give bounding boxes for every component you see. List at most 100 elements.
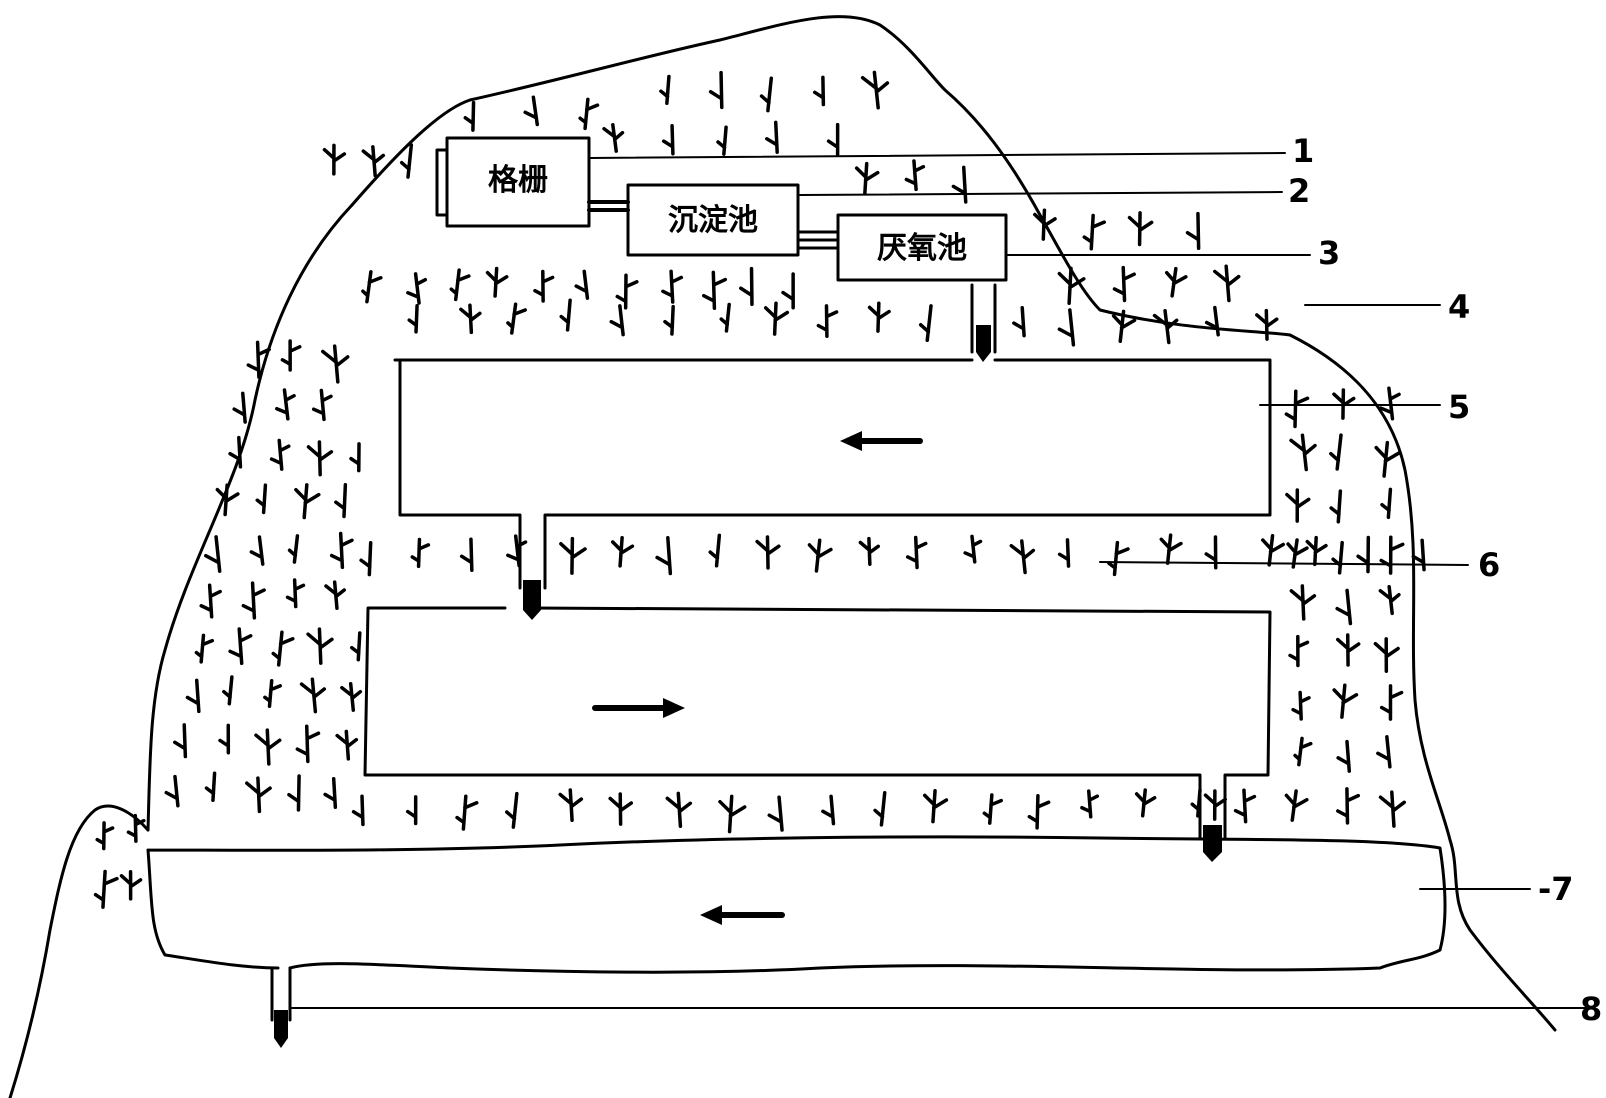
plant-sprig: [1293, 736, 1313, 767]
callout-5: 5: [1448, 388, 1470, 426]
plant-sprig: [1127, 211, 1154, 247]
sedimentation-tank-label: 沉淀池: [668, 203, 758, 238]
plant-sprig: [826, 122, 840, 157]
plant-sprig: [739, 266, 754, 307]
plant-sprig: [455, 794, 479, 831]
plant-sprig: [718, 794, 747, 834]
plant-sprig: [405, 795, 418, 826]
plant-sprig: [1378, 790, 1407, 828]
plant-sprig: [1057, 266, 1086, 306]
plant-sprig: [505, 791, 519, 829]
plant-sprig: [361, 145, 386, 178]
plant-sprig: [1185, 211, 1201, 251]
plant-sprig: [982, 793, 1003, 825]
plant-sprig: [558, 788, 584, 822]
plant-sprig: [854, 161, 880, 196]
plant-sprig: [755, 535, 781, 570]
plant-sprig: [269, 438, 291, 471]
connector-2-3: [796, 230, 840, 250]
plant-sprig: [119, 870, 143, 901]
plant-sprig: [1378, 585, 1401, 616]
plant-sprig: [659, 74, 671, 105]
plant-sprig: [763, 301, 790, 336]
plant-sprig: [335, 729, 359, 761]
plant-sprig: [322, 143, 347, 176]
connector-1-2: [587, 200, 630, 212]
plant-sprig: [222, 675, 234, 706]
plant-sprig: [287, 774, 301, 812]
plant-sprig: [406, 272, 428, 305]
plant-sprig: [873, 791, 887, 827]
plant-sprig: [904, 159, 926, 192]
plant-sprig: [506, 302, 527, 335]
plant-sprig: [663, 304, 675, 336]
plant-sprig: [1336, 633, 1361, 667]
plant-sprig: [905, 535, 928, 570]
drop-pipes: [270, 283, 1227, 1048]
plant-sprig: [349, 442, 361, 473]
plant-sprig: [867, 301, 891, 333]
hill-outline: [8, 15, 1557, 1098]
plant-sprig: [559, 298, 572, 332]
plant-sprig: [232, 391, 247, 424]
plant-sprig: [860, 70, 890, 110]
plant-sprig: [1082, 213, 1106, 251]
plant-sprig: [1356, 535, 1371, 574]
plant-sprig: [1261, 533, 1285, 567]
plant-sprig: [767, 795, 784, 832]
plant-sprig: [716, 125, 728, 156]
plant-sprig: [204, 535, 222, 573]
plant-sprig: [1204, 305, 1220, 337]
plant-sprig: [1376, 735, 1392, 769]
callout-4: 4: [1448, 288, 1470, 326]
plant-sprig: [1379, 535, 1405, 575]
plant-sprig: [708, 70, 724, 110]
callout-2: 2: [1288, 172, 1310, 210]
plant-sprig: [665, 791, 693, 829]
plant-sprig: [1080, 789, 1100, 819]
plant-sprig: [858, 536, 881, 566]
callout-8: 8: [1580, 990, 1602, 1028]
plant-sprig: [1284, 789, 1309, 822]
plant-sprig: [1291, 690, 1311, 721]
plant-sprig: [255, 483, 268, 515]
plant-sprig: [311, 388, 333, 422]
plant-sprig: [807, 538, 833, 573]
plant-sprig: [816, 304, 839, 338]
plant-sprig: [254, 728, 282, 766]
plant-sprig: [95, 821, 115, 851]
plant-sprig: [228, 627, 253, 666]
plant-sprig: [459, 537, 474, 573]
plant-sprig: [661, 269, 684, 304]
plant-sprig: [533, 269, 555, 303]
channel-7: [146, 835, 1447, 974]
plant-sprig: [199, 583, 222, 619]
plant-sprig: [1203, 789, 1227, 821]
plant-sprig: [449, 268, 471, 302]
plant-sprig: [1374, 440, 1402, 478]
plant-sprig: [1379, 684, 1404, 721]
plant-sprig: [173, 723, 188, 759]
plant-sprig: [1288, 634, 1310, 668]
plant-sprig: [204, 771, 217, 802]
plant-sprig: [275, 388, 296, 421]
plant-sprig: [1286, 538, 1309, 569]
plant-sprig: [1159, 533, 1183, 565]
plant-sprig: [351, 794, 365, 827]
plant-sprig: [294, 483, 321, 520]
plant-sprig: [1213, 264, 1241, 303]
plant-sprig: [559, 536, 587, 575]
flow-arrow-left-7: [700, 905, 785, 925]
plant-sprig: [306, 440, 334, 477]
plant-sprig: [329, 531, 354, 570]
plant-sprig: [812, 75, 826, 107]
plant-sprig: [1233, 788, 1257, 824]
plant-sprig: [463, 100, 476, 132]
plant-sprig: [249, 535, 265, 566]
plant-sprig: [1057, 308, 1076, 347]
plant-sprig: [701, 270, 728, 311]
plant-sprig: [285, 578, 306, 609]
plant-sprig: [655, 536, 673, 576]
plant-sprig: [126, 813, 146, 843]
plant-sprig: [93, 869, 119, 909]
